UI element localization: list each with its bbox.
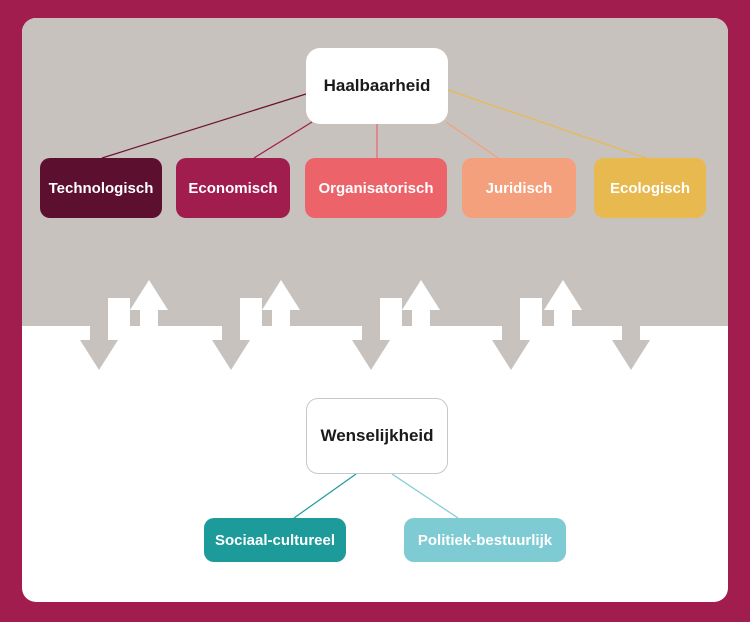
- subdimension-box-politiek-bestuurlijk: Politiek-bestuurlijk: [404, 518, 566, 562]
- bottom-category-box: Wenselijkheid: [306, 398, 448, 474]
- dimension-label: Juridisch: [485, 179, 553, 197]
- up-arrow-2: [262, 280, 300, 326]
- dimension-label: Organisatorisch: [318, 179, 434, 197]
- connector-line: [447, 89, 647, 159]
- down-arrow-1: [80, 326, 118, 370]
- connector-line: [391, 473, 459, 519]
- down-arrow-2: [212, 326, 250, 370]
- dimension-box-technologisch: Technologisch: [40, 158, 162, 218]
- dimension-box-economisch: Economisch: [176, 158, 290, 218]
- connector-line: [293, 473, 357, 519]
- up-arrow-1: [130, 280, 168, 326]
- subdimension-label: Politiek-bestuurlijk: [417, 531, 553, 549]
- dimension-label: Economisch: [188, 179, 278, 197]
- up-arrow-4: [544, 280, 582, 326]
- down-arrow-3: [352, 326, 390, 370]
- dimension-box-juridisch: Juridisch: [462, 158, 576, 218]
- connector-line: [253, 121, 313, 159]
- connector-lines: [101, 89, 647, 519]
- down-arrow-5: [612, 326, 650, 370]
- connector-line: [101, 93, 307, 159]
- subdimension-box-sociaal-cultureel: Sociaal-cultureel: [204, 518, 346, 562]
- dimension-box-ecologisch: Ecologisch: [594, 158, 706, 218]
- down-arrow-4: [492, 326, 530, 370]
- connector-line: [445, 121, 499, 159]
- dimension-box-organisatorisch: Organisatorisch: [305, 158, 447, 218]
- bottom-category-label: Wenselijkheid: [320, 426, 434, 445]
- up-arrow-3: [402, 280, 440, 326]
- diagram-frame: Haalbaarheid Technologisch Economisch Or…: [22, 18, 728, 602]
- subdimension-label: Sociaal-cultureel: [214, 531, 336, 549]
- dimension-label: Ecologisch: [609, 179, 691, 197]
- top-category-box: Haalbaarheid: [306, 48, 448, 124]
- top-category-label: Haalbaarheid: [323, 76, 431, 95]
- dimension-label: Technologisch: [48, 179, 154, 197]
